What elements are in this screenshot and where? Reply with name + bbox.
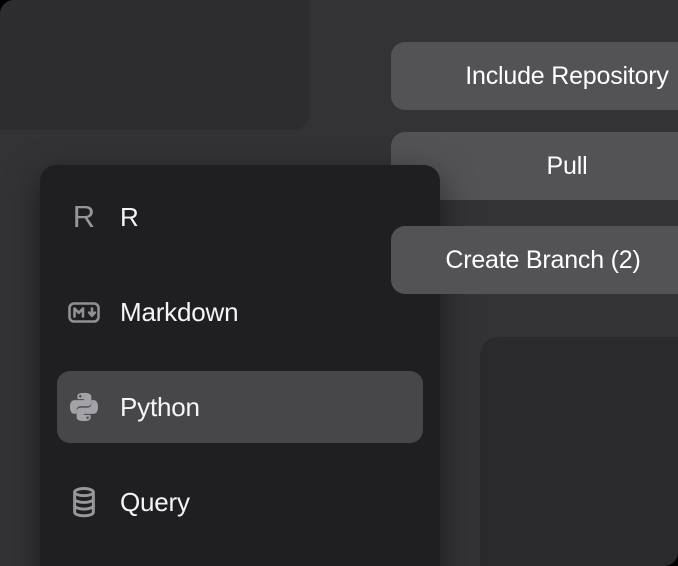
r-language-icon: R [72,199,96,234]
pull-label: Pull [546,151,588,180]
menu-item-label: Python [120,391,200,422]
block-type-menu: R R Markdown Python [40,165,440,566]
create-branch-label: Create Branch (2) [445,245,641,274]
python-icon [67,390,101,424]
bottom-right-panel [480,337,678,566]
menu-item-label: Query [120,486,190,517]
create-branch-button[interactable]: Create Branch (2) [391,226,678,294]
menu-item-query[interactable]: Query [57,466,423,538]
menu-item-label: R [120,201,139,232]
menu-item-label: Markdown [120,296,239,327]
menu-item-r[interactable]: R R [57,181,423,253]
include-repository-button[interactable]: Include Repository [391,42,678,110]
include-repository-label: Include Repository [465,61,669,90]
menu-item-python[interactable]: Python [57,371,423,443]
top-left-panel [0,0,309,130]
markdown-icon [67,295,101,329]
menu-item-markdown[interactable]: Markdown [57,276,423,348]
database-icon [67,485,101,519]
